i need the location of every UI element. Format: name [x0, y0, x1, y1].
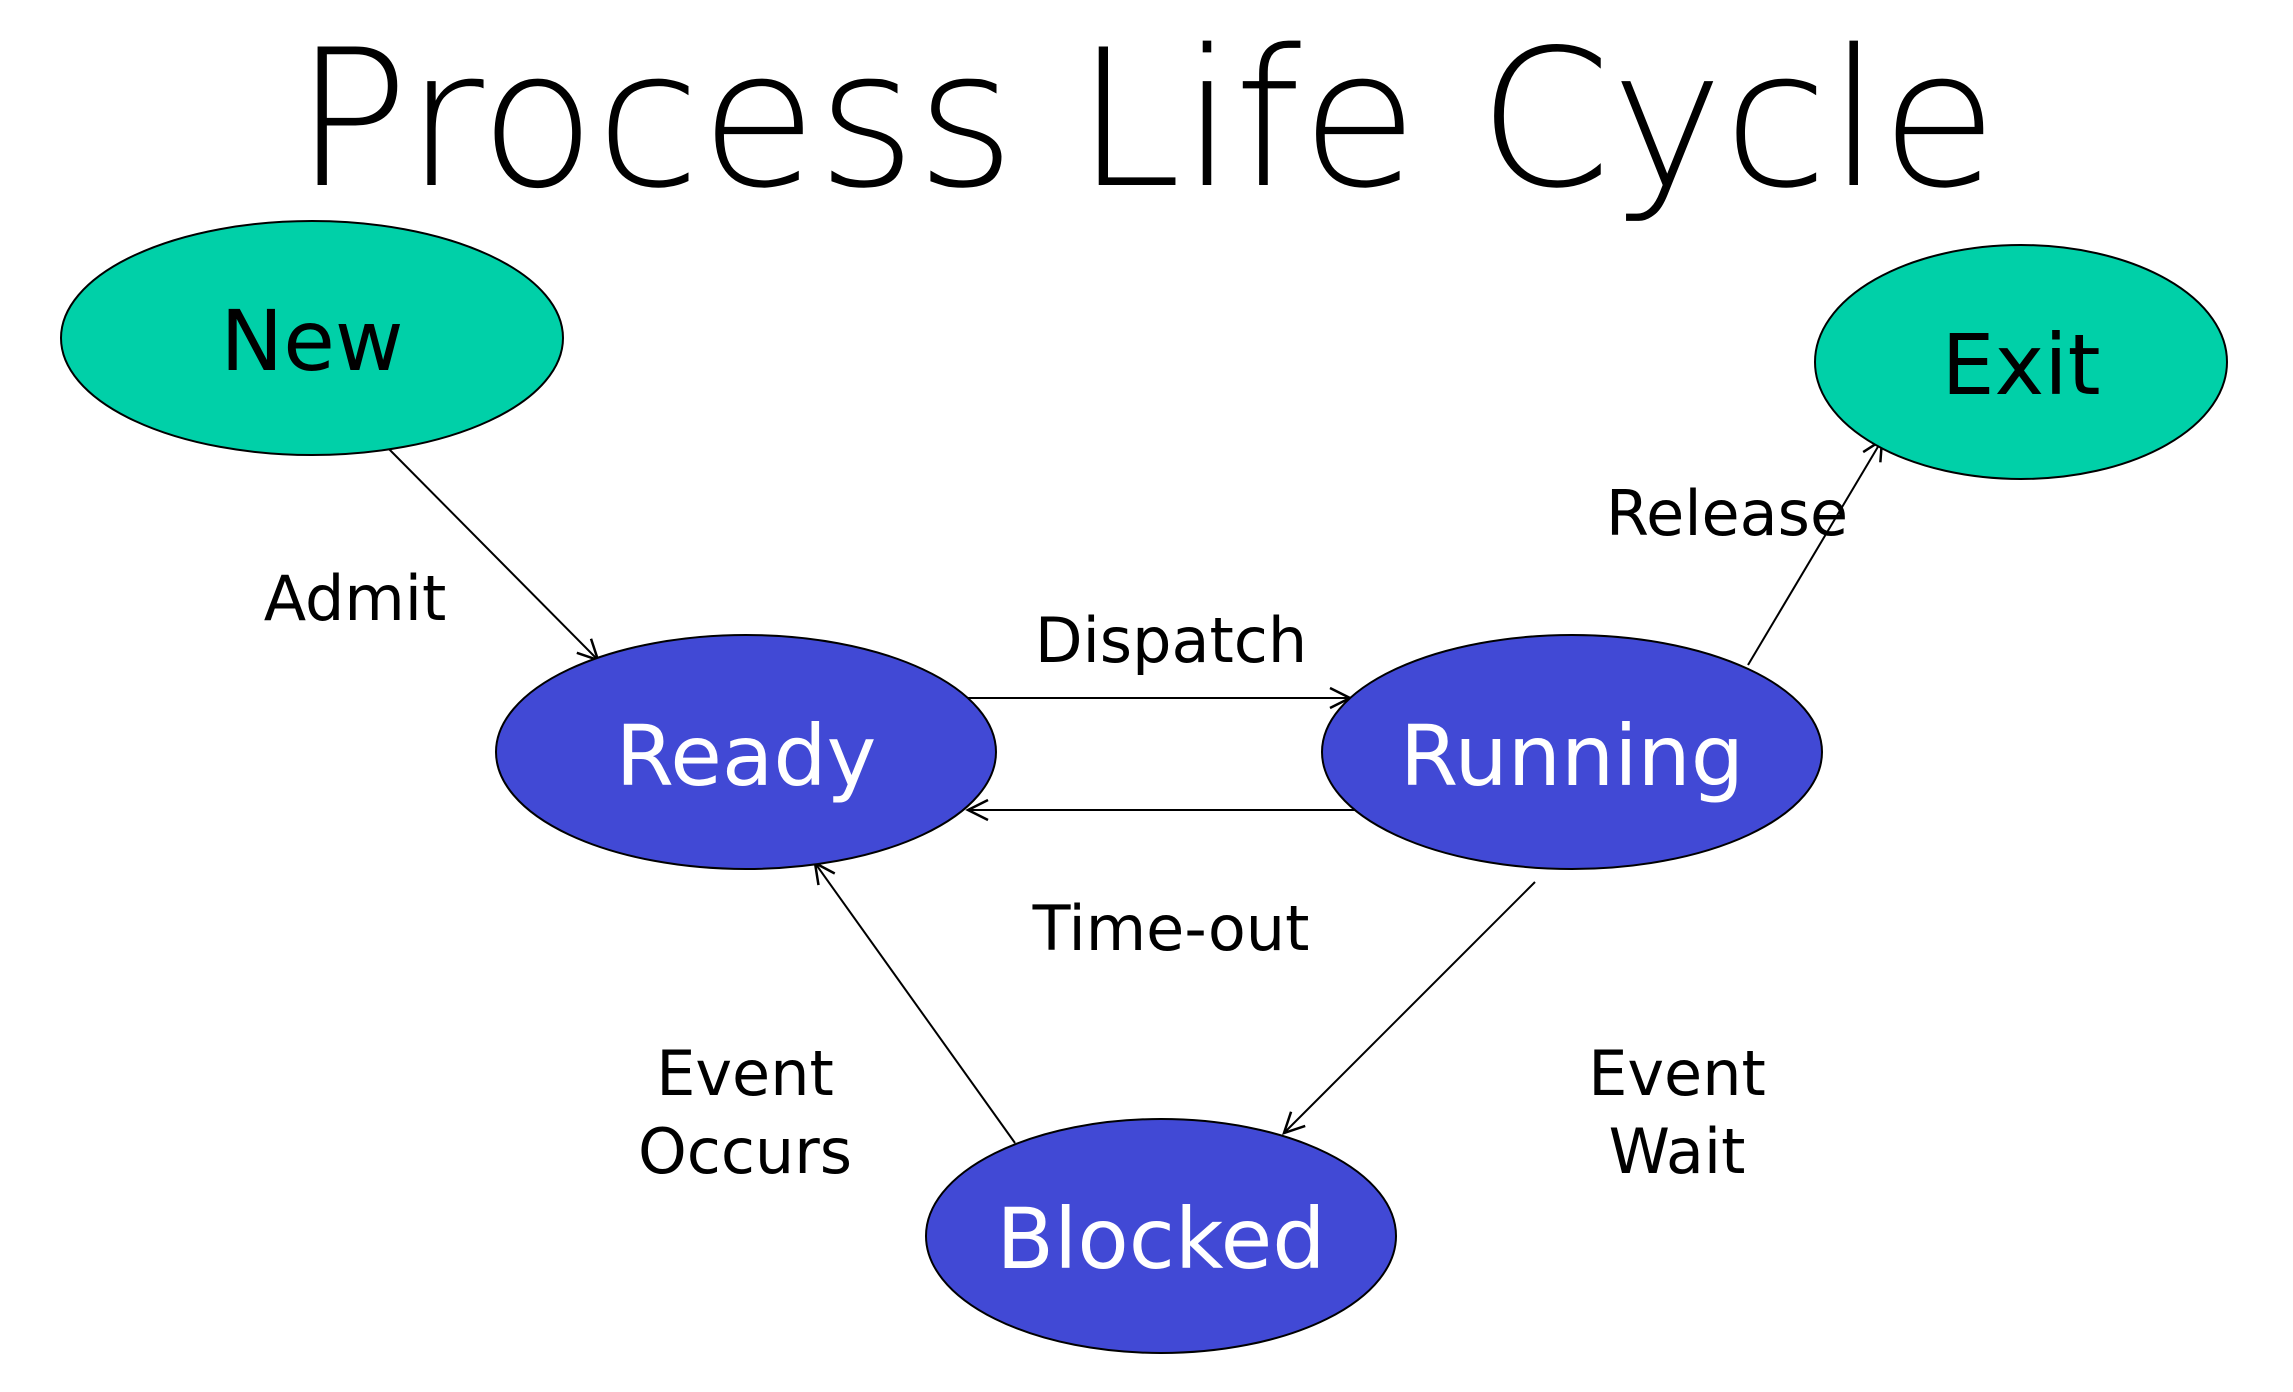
edge-label-event-wait-line2: Wait — [1609, 1115, 1746, 1188]
state-ready-shape — [495, 634, 997, 870]
state-ready: Ready — [495, 634, 997, 870]
edge-event-occurs-arrow — [813, 860, 1016, 1144]
state-new-label: New — [220, 292, 403, 390]
edge-release-arrow — [1747, 437, 1884, 666]
edge-admit-arrow — [381, 441, 600, 662]
state-running-shape — [1321, 634, 1823, 870]
edge-label-event-occurs-line1: Event — [656, 1037, 834, 1110]
edge-label-event-occurs-line2: Occurs — [638, 1115, 852, 1188]
state-running: Running — [1321, 634, 1823, 870]
state-blocked-label: Blocked — [996, 1190, 1325, 1288]
edge-label-event-wait-line1: Event — [1588, 1037, 1766, 1110]
state-new-shape — [60, 220, 564, 456]
state-blocked: Blocked — [925, 1118, 1397, 1354]
state-blocked-shape — [925, 1118, 1397, 1354]
edge-label-admit: Admit — [264, 562, 447, 635]
diagram-title: Process Life Cycle — [294, 9, 1997, 230]
state-running-label: Running — [1400, 707, 1744, 805]
state-exit: Exit — [1814, 244, 2228, 480]
edge-label-dispatch: Dispatch — [1035, 604, 1307, 677]
edge-event-wait-arrow — [1282, 881, 1536, 1135]
state-new: New — [60, 220, 564, 456]
state-ready-label: Ready — [616, 707, 877, 805]
edge-label-timeout: Time-out — [1032, 892, 1310, 965]
state-exit-label: Exit — [1941, 316, 2100, 414]
edge-label-release: Release — [1606, 477, 1848, 550]
state-exit-shape — [1814, 244, 2228, 480]
